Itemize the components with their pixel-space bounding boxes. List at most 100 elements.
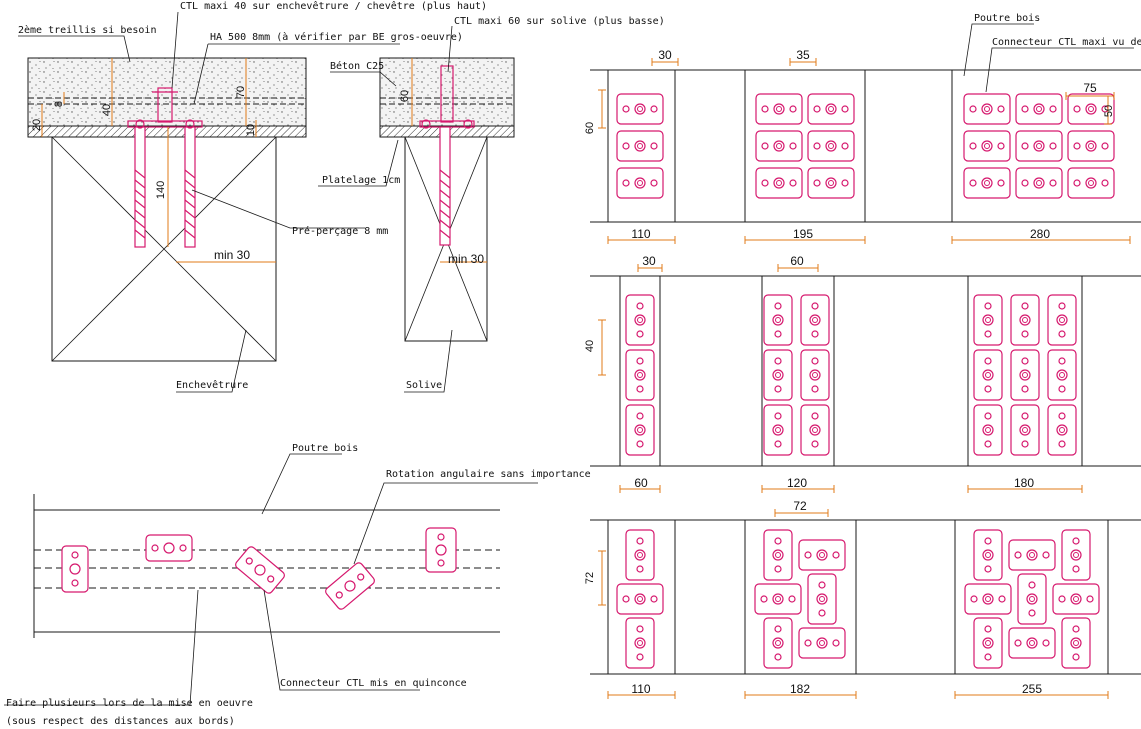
leaders-plan <box>4 453 538 706</box>
leaders-section-b <box>318 25 453 393</box>
ctl-connector <box>963 93 1011 125</box>
ctl-connector <box>1047 294 1077 346</box>
ctl-connector <box>625 529 655 581</box>
ctl-connector <box>973 529 1003 581</box>
ctl-connector <box>1061 617 1091 669</box>
dim-r1-top-1: 30 <box>658 48 672 62</box>
dim-10: 10 <box>245 124 257 136</box>
ctl-connector <box>1061 529 1091 581</box>
dim-r3-bot-3: 255 <box>1022 682 1042 696</box>
ctl-connector <box>763 349 793 401</box>
ctl-connector <box>973 349 1003 401</box>
dim-r1-bot-1: 110 <box>631 227 650 241</box>
plan-connectors <box>61 527 457 610</box>
dim-8: 8 <box>53 101 65 107</box>
ctl-connector <box>800 404 830 456</box>
ctl-connector-section-b <box>419 65 475 246</box>
dims-section-a <box>41 58 276 263</box>
dim-r2-bot-2: 120 <box>787 476 807 490</box>
dim-40: 40 <box>101 104 113 116</box>
label-connecteur-vu: Connecteur CTL maxi vu de dessus <box>992 37 1141 48</box>
dim-r3-bot-2: 182 <box>790 682 810 696</box>
ctl-connector <box>763 529 793 581</box>
label-rotation: Rotation angulaire sans importance <box>386 469 591 480</box>
label-platelage: Platelage 1cm <box>322 175 400 186</box>
dim-r1-top-2: 35 <box>796 48 810 62</box>
label-beton: Béton C25 <box>330 60 384 72</box>
dim-min30-b: min 30 <box>448 252 484 266</box>
label-solive: Solive <box>406 380 442 391</box>
ctl-connector <box>616 167 664 199</box>
dim-140: 140 <box>155 181 167 199</box>
ctl-connector <box>798 539 846 571</box>
ctl-connector <box>1017 573 1047 625</box>
label-distances: (sous respect des distances aux bords) <box>6 716 235 727</box>
ctl-connector <box>625 404 655 456</box>
ctl-connector <box>1008 539 1056 571</box>
ctl-connector <box>763 404 793 456</box>
ctl-connector <box>1015 167 1063 199</box>
label-preperçage: Pré-perçage 8 mm <box>292 225 388 237</box>
ctl-connector <box>763 294 793 346</box>
ctl-connector <box>807 130 855 162</box>
section-solive: 60 min 30 CTL maxi 60 sur solive (plus b… <box>318 16 665 393</box>
grid-labels: Poutre bois Connecteur CTL maxi vu de de… <box>584 13 1141 696</box>
ctl-connector <box>625 294 655 346</box>
ctl-connector <box>1015 130 1063 162</box>
dims-section-b <box>411 58 487 263</box>
ctl-connector <box>1010 404 1040 456</box>
dim-r2-bot-1: 60 <box>634 476 648 490</box>
ctl-connector <box>807 93 855 125</box>
label-quinconce: Connecteur CTL mis en quinconce <box>280 678 467 689</box>
ctl-connector <box>1052 583 1100 615</box>
ctl-connector <box>1047 404 1077 456</box>
connector-arrangement-grid <box>590 58 1141 699</box>
ctl-connector <box>807 167 855 199</box>
dim-r1-bot-3: 280 <box>1030 227 1050 241</box>
ctl-connector <box>1008 627 1056 659</box>
ctl-connector <box>798 627 846 659</box>
dim-r1-top-3: 75 <box>1083 81 1097 95</box>
ctl-connector <box>973 617 1003 669</box>
ctl-connector <box>755 130 803 162</box>
dim-min30-a: min 30 <box>214 248 250 262</box>
label-poutre-bois-plan: Poutre bois <box>292 443 358 454</box>
ctl-connector <box>616 583 664 615</box>
ctl-connector <box>1067 130 1115 162</box>
label-enchevetrure: Enchevêtrure <box>176 379 248 391</box>
ctl-connector <box>755 167 803 199</box>
ctl-connector <box>1067 93 1115 125</box>
ctl-connector <box>807 573 837 625</box>
ctl-connector <box>625 349 655 401</box>
label-poutre-bois-top: Poutre bois <box>974 13 1040 24</box>
dim-20: 20 <box>31 119 43 131</box>
ctl-connector <box>755 93 803 125</box>
label-ctl40: CTL maxi 40 sur enchevêtrure / chevêtre … <box>180 0 487 12</box>
label-plusieurs: Faire plusieurs lors de la mise en oeuvr… <box>6 698 253 709</box>
ctl-connector <box>1010 349 1040 401</box>
ctl-connector <box>625 617 655 669</box>
ctl-connector <box>800 294 830 346</box>
leaders-section-a <box>18 11 400 393</box>
ctl-connector <box>964 583 1012 615</box>
ctl-connector <box>1047 349 1077 401</box>
dim-r2-top-1: 30 <box>642 254 656 268</box>
dim-70: 70 <box>235 86 247 98</box>
dim-60: 60 <box>399 90 411 102</box>
dim-r2-top-2: 60 <box>790 254 804 268</box>
ctl-connector <box>973 294 1003 346</box>
dim-r3-top-1: 72 <box>793 499 807 513</box>
ctl-connector <box>973 404 1003 456</box>
ctl-connector <box>800 349 830 401</box>
dim-r1-side: 60 <box>584 122 596 134</box>
label-ha500: HA 500 8mm (à vérifier par BE gros-oeuvr… <box>210 31 463 43</box>
dim-r2-bot-3: 180 <box>1014 476 1034 490</box>
label-mesh: 2ème treillis si besoin <box>18 24 156 36</box>
ctl-connector <box>1067 167 1115 199</box>
ctl-connector <box>616 93 664 125</box>
ctl-connector <box>616 130 664 162</box>
ctl-connector <box>763 617 793 669</box>
dim-r1-bot-2: 195 <box>793 227 813 241</box>
dim-r3-bot-1: 110 <box>631 682 650 696</box>
